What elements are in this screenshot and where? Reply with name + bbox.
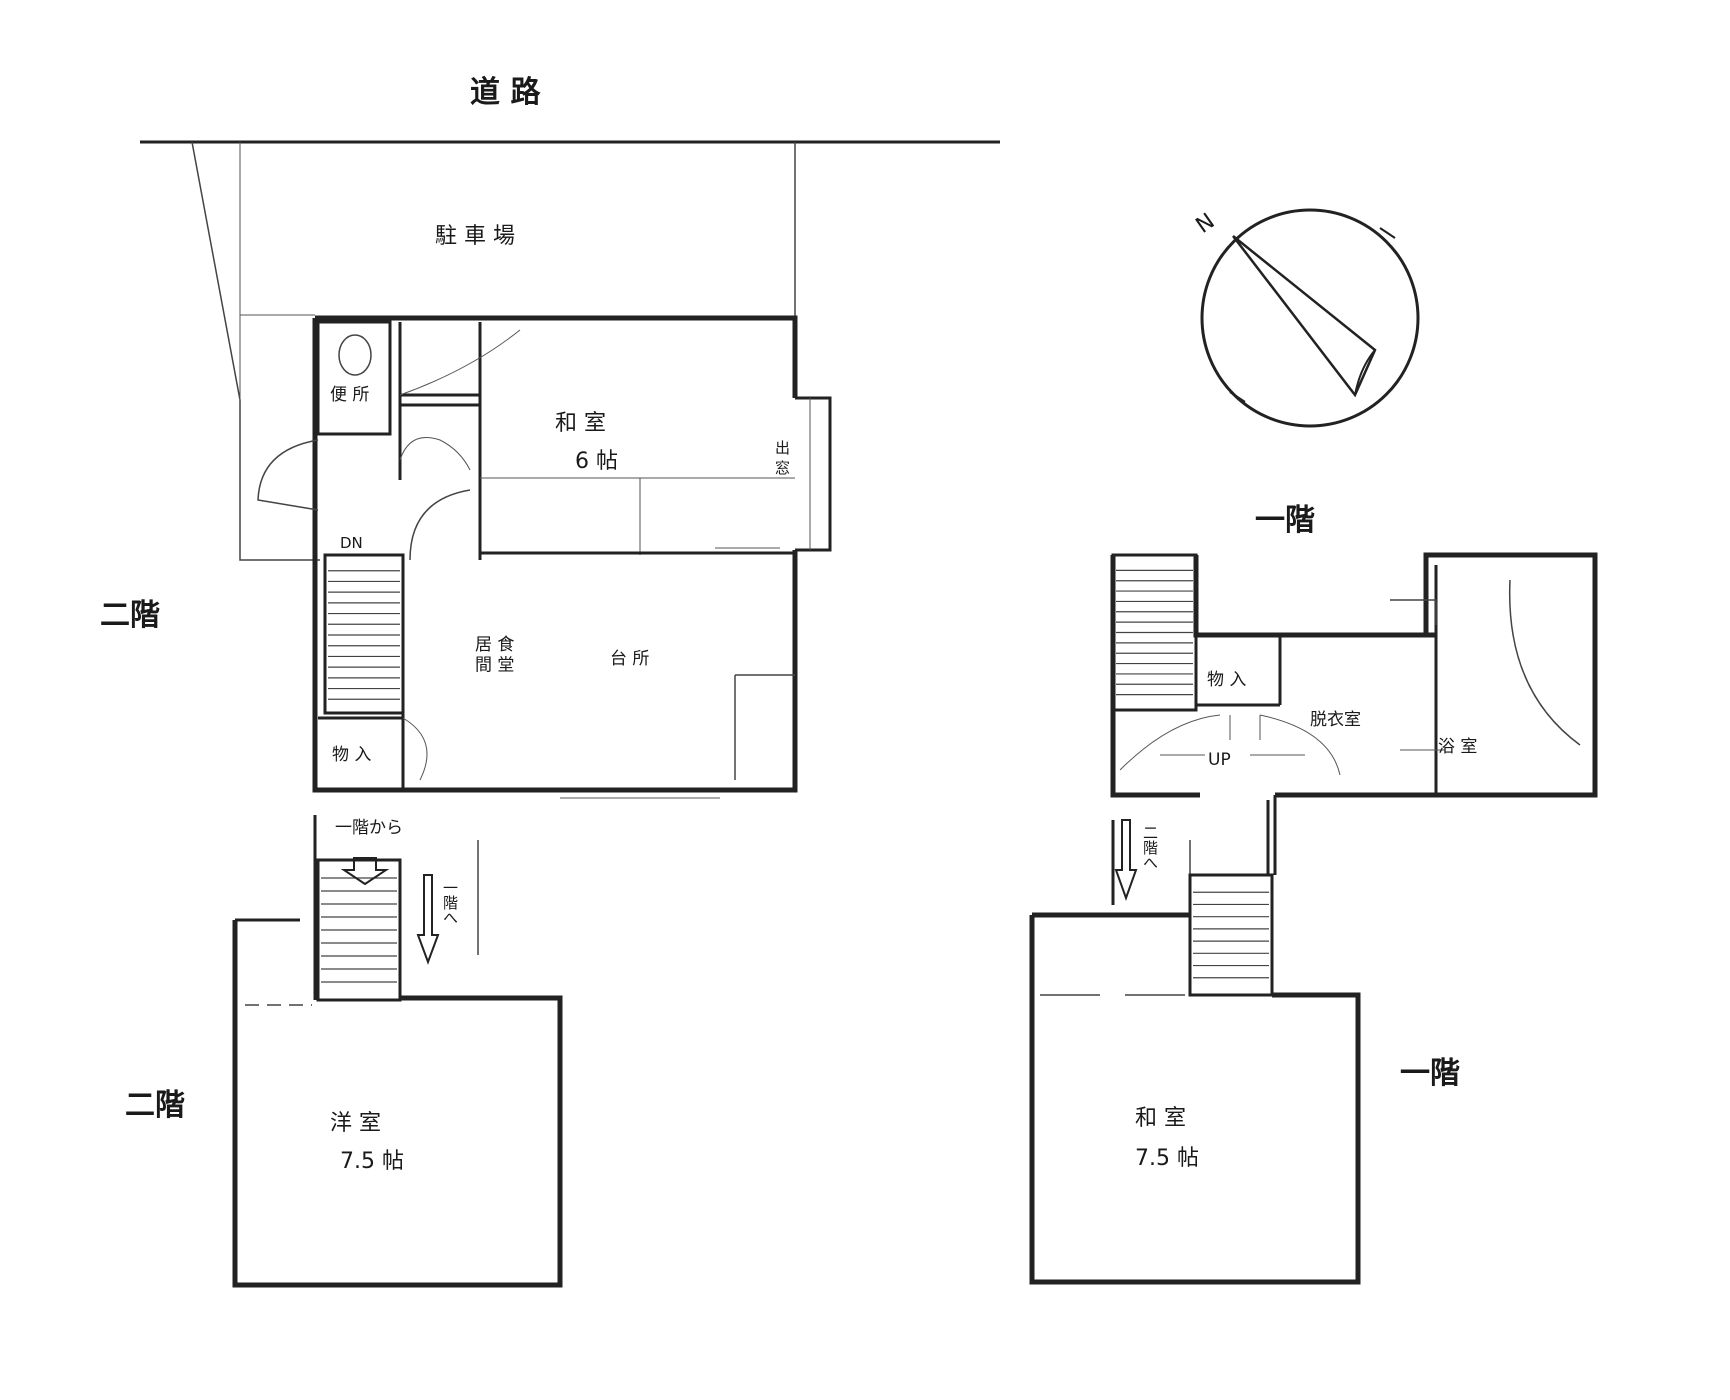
first-floor-main-plan: [1110, 552, 1598, 875]
floor2-label-bottom: 二階: [125, 1088, 185, 1123]
kitchen-label: 台 所: [610, 649, 649, 669]
compass-circle: [1200, 208, 1420, 428]
to-1f-label: 一階へ: [441, 880, 459, 925]
floor2-label-top: 二階: [100, 598, 160, 633]
demado-label: 出 窓: [773, 440, 791, 475]
parking-label: 駐 車 場: [435, 224, 515, 249]
entry-door-swing: [257, 439, 319, 511]
wall-outer: [312, 318, 798, 793]
arrow-down-icon: [416, 874, 440, 965]
bay-window: [795, 396, 832, 552]
washitsu6-size: 6 帖: [575, 449, 618, 474]
compass-tick: [1379, 227, 1396, 239]
washitsu75-size: 7.5 帖: [1135, 1146, 1199, 1171]
yoshitsu-walls: [232, 920, 563, 1288]
living-label: 居 食間 堂: [475, 635, 514, 675]
stair-treads-2f: [328, 570, 400, 700]
first-floor-annex-plan: [1029, 819, 1361, 1285]
wall-1f-top: [1193, 555, 1436, 638]
stair-2f-main: [323, 553, 405, 715]
toilet-bowl: [338, 334, 372, 376]
from-1f-label: 一階から: [335, 818, 403, 838]
compass-tick: [1229, 391, 1246, 403]
bathtub-curve: [1508, 579, 1581, 746]
bath-label: 浴 室: [1438, 737, 1477, 757]
stair-treads-1f: [1116, 569, 1193, 696]
yoshitsu-name: 洋 室: [330, 1111, 381, 1136]
compass-needle-tip: [1354, 349, 1376, 396]
toilet-room: [316, 320, 392, 436]
floor1-label-top: 一階: [1255, 503, 1315, 538]
floor1-label-bottom: 一階: [1400, 1056, 1460, 1091]
stair-annex: [316, 858, 402, 1002]
road-label: 道 路: [470, 75, 541, 110]
wall-bath: [1275, 552, 1598, 798]
yoshitsu-size: 7.5 帖: [340, 1149, 404, 1174]
second-floor-main-plan: [140, 140, 1000, 799]
toilet-label: 便 所: [330, 385, 369, 405]
door-swing-1f: [1119, 714, 1221, 771]
door-swing-1f2: [1259, 714, 1341, 776]
storage-door-swing: [402, 717, 428, 781]
water-heater: [1390, 599, 1437, 625]
wall-1f-left: [1110, 555, 1200, 798]
wall-north: [315, 315, 798, 398]
storage-1f-label: 物 入: [1207, 670, 1246, 690]
closet-door: [1229, 715, 1261, 740]
stair-1f-annex: [1188, 873, 1274, 997]
washitsu75-name: 和 室: [1135, 1106, 1186, 1131]
washitsu75-walls: [1029, 915, 1361, 1285]
stair-treads-1f-annex: [1193, 891, 1269, 979]
stair-treads-annex: [321, 877, 397, 983]
compass-north-label: N: [1192, 209, 1220, 239]
compass: [1200, 208, 1420, 428]
compass-needle-icon: [1232, 235, 1377, 398]
dn-label: DN: [340, 534, 363, 552]
storage-2f-label: 物 入: [332, 745, 371, 765]
hall-door-swing: [409, 489, 471, 561]
door-swing-closet2: [399, 437, 471, 471]
washitsu6-name: 和 室: [555, 411, 606, 436]
door-swing-closet: [399, 329, 521, 396]
second-floor-annex-plan: [232, 815, 563, 1288]
dressing-room-label: 脱衣室: [1310, 710, 1361, 730]
arrow-down-icon: [340, 857, 390, 886]
site-boundary-left: [191, 141, 320, 561]
arrow-down-icon: [1114, 819, 1138, 901]
up-label: UP: [1208, 750, 1231, 770]
to-2f-label: 二階へ: [1141, 825, 1159, 870]
